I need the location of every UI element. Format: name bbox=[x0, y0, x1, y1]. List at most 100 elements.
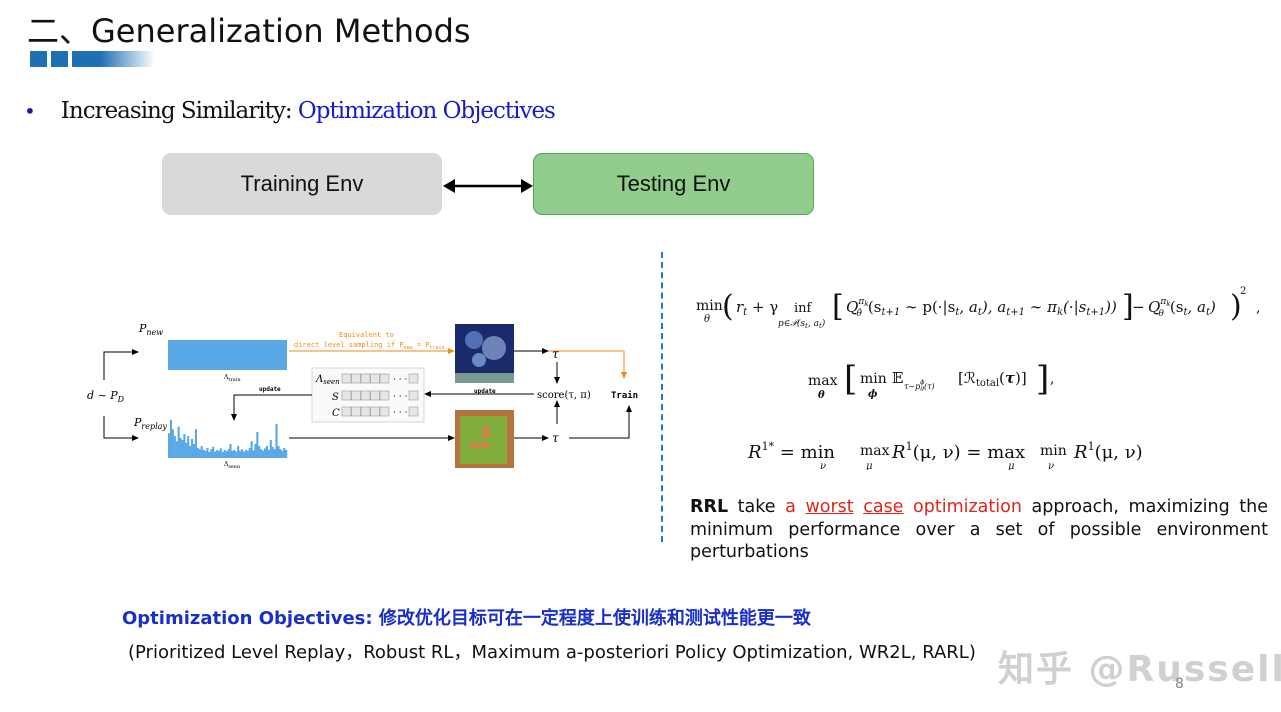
arrow-head-icon bbox=[554, 400, 560, 407]
replay-bar bbox=[208, 452, 211, 458]
arrow-head-icon bbox=[542, 348, 549, 354]
replay-bar bbox=[215, 450, 219, 458]
double-arrow-icon bbox=[443, 179, 533, 193]
svg-text:,: , bbox=[1256, 300, 1260, 316]
title-bar-square-3 bbox=[72, 51, 100, 67]
page-number: 8 bbox=[1175, 676, 1184, 692]
replay-bar bbox=[262, 450, 265, 458]
rrl-red2: optimization bbox=[903, 497, 1022, 517]
svg-text:max: max bbox=[860, 443, 890, 459]
seen-cell bbox=[341, 406, 352, 417]
lambda-seen-label: Λseen bbox=[315, 374, 340, 386]
formula-3: R1* = min ν max μ R1(μ, ν) = max μ min ν… bbox=[747, 440, 1143, 470]
replay-bar bbox=[256, 432, 259, 458]
replay-bar bbox=[189, 446, 192, 458]
arrow-head-icon bbox=[132, 349, 139, 355]
arrow-head-icon bbox=[626, 405, 632, 412]
svg-text:μ: μ bbox=[1008, 461, 1015, 470]
rrl-space bbox=[854, 497, 864, 517]
svg-text:μ: μ bbox=[866, 461, 873, 470]
replay-bar bbox=[181, 440, 184, 458]
svg-text:(: ( bbox=[722, 289, 734, 324]
replay-bar bbox=[191, 438, 194, 458]
replay-bar bbox=[273, 449, 276, 458]
plr-diagram: d ∼ PD Pnew Λtrain Preplay Λseen Equival… bbox=[87, 322, 638, 470]
svg-text:min: min bbox=[860, 371, 887, 387]
training-env-box: Training Env bbox=[162, 153, 442, 215]
svg-text:𝔼: 𝔼 bbox=[892, 369, 903, 387]
replay-bar bbox=[221, 452, 224, 458]
equiv-line-2: direct level sampling if Pnew = Ptrain bbox=[294, 341, 445, 351]
replay-bar bbox=[279, 449, 282, 458]
p-new-label: Pnew bbox=[138, 322, 163, 337]
row-c-label: C bbox=[332, 408, 340, 419]
svg-text:R1* = min: R1* = min bbox=[747, 440, 835, 463]
seen-cell bbox=[370, 406, 380, 417]
replay-bar bbox=[217, 450, 221, 458]
replay-bar bbox=[210, 449, 213, 458]
replay-bar bbox=[271, 446, 274, 458]
replay-bar bbox=[219, 448, 222, 458]
seen-cell bbox=[351, 406, 361, 417]
replay-bar bbox=[233, 450, 236, 458]
replay-bar bbox=[227, 449, 230, 458]
replay-bar bbox=[225, 451, 228, 458]
replay-bar bbox=[254, 444, 257, 458]
seen-cell bbox=[360, 373, 371, 384]
dots-2: · · · bbox=[393, 392, 407, 402]
svg-text:[ℛtotal(τ)]: [ℛtotal(τ)] bbox=[958, 369, 1027, 389]
replay-bar bbox=[263, 448, 267, 458]
replay-bar bbox=[244, 450, 247, 458]
replay-bar bbox=[275, 424, 278, 458]
replay-bar bbox=[173, 436, 176, 458]
tau-bottom: τ bbox=[552, 431, 559, 445]
replay-bar bbox=[204, 450, 207, 458]
svg-text:R1(μ, ν): R1(μ, ν) bbox=[1073, 440, 1143, 463]
rrl-case: case bbox=[863, 497, 904, 517]
replay-bar bbox=[194, 429, 197, 458]
svg-text:ν: ν bbox=[820, 461, 826, 470]
rrl-description: RRL take a worst case optimization appro… bbox=[690, 496, 1268, 564]
bullet-line: •Increasing Similarity: Optimization Obj… bbox=[24, 98, 556, 124]
replay-bar bbox=[206, 448, 209, 458]
arrow-head-icon bbox=[448, 435, 455, 441]
train-label: Train bbox=[611, 390, 638, 401]
arrow-head-icon bbox=[132, 435, 139, 441]
svg-text:]: ] bbox=[1122, 289, 1134, 324]
testing-env-label: Testing Env bbox=[616, 171, 731, 196]
replay-bar bbox=[281, 450, 284, 458]
p-replay-histogram bbox=[168, 420, 288, 458]
arrow-head-icon bbox=[424, 391, 431, 397]
update-left-label: update bbox=[259, 386, 281, 393]
replay-bar bbox=[185, 442, 188, 458]
objectives-line: Optimization Objectives: 修改优化目标可在一定程度上使训… bbox=[122, 608, 811, 629]
replay-bar bbox=[171, 429, 174, 458]
replay-bar bbox=[183, 434, 186, 458]
score-label: score(τ, π) bbox=[537, 390, 591, 401]
seen-cell bbox=[360, 390, 371, 401]
svg-text:R1(μ, ν) = max: R1(μ, ν) = max bbox=[891, 440, 1025, 463]
svg-text:]: ] bbox=[1036, 359, 1049, 399]
replay-bar bbox=[235, 451, 238, 458]
title-bar-square-2 bbox=[51, 51, 68, 67]
replay-bar bbox=[246, 450, 249, 458]
rrl-lead: RRL bbox=[690, 497, 729, 517]
orange-arrow-head-icon bbox=[621, 372, 627, 379]
tau-top: τ bbox=[552, 347, 559, 361]
row-s-label: S bbox=[332, 392, 339, 403]
seen-cell bbox=[370, 390, 380, 401]
replay-bar bbox=[250, 441, 253, 458]
seen-cell bbox=[379, 390, 390, 401]
seen-cell bbox=[379, 406, 390, 417]
svg-text:[: [ bbox=[832, 289, 844, 324]
replay-bar bbox=[202, 450, 205, 458]
d-label: d ∼ PD bbox=[87, 389, 125, 404]
replay-bar bbox=[168, 433, 171, 458]
svg-text:[: [ bbox=[844, 359, 857, 399]
svg-text:): ) bbox=[1230, 289, 1242, 324]
replay-bar bbox=[229, 444, 232, 458]
seen-cell bbox=[408, 406, 419, 417]
replay-bar bbox=[269, 440, 272, 458]
